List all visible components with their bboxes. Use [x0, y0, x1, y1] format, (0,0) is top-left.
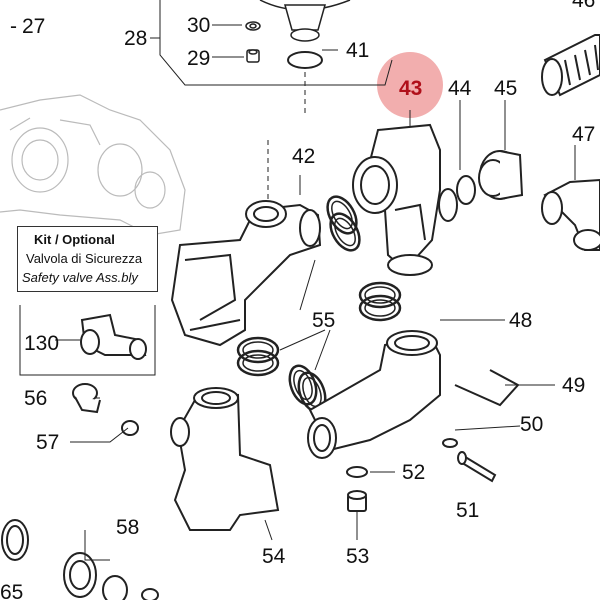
part-130-safety-valve — [80, 313, 147, 360]
callout-54: 54 — [262, 545, 286, 568]
part-50-washer — [442, 438, 458, 448]
callout-65: 65 — [0, 581, 24, 604]
callout-48: 48 — [509, 309, 533, 332]
callout-27-dash: - — [10, 15, 17, 38]
part-56-cap — [72, 383, 101, 414]
part-52-oring — [346, 466, 368, 478]
callout-57: 57 — [36, 431, 60, 454]
part-48-bypass-body — [307, 330, 441, 459]
callout-46: 46 — [572, 0, 596, 12]
callout-28: 28 — [124, 27, 148, 50]
callout-51: 51 — [456, 499, 480, 522]
part-43-valve-body — [352, 123, 458, 276]
callout-43: 43 — [399, 77, 423, 100]
callout-53: 53 — [346, 545, 370, 568]
part-51-bolt — [457, 451, 497, 483]
part-58-65-rings — [1, 519, 159, 600]
part-42-manifold — [170, 200, 322, 347]
callout-49: 49 — [562, 374, 586, 397]
callout-50: 50 — [520, 413, 544, 436]
callout-56: 56 — [24, 387, 48, 410]
callout-130: 130 — [24, 332, 60, 355]
background-housing — [0, 94, 186, 236]
kit-optional-box: Kit / Optional Valvola di Sicurezza Safe… — [17, 226, 158, 292]
callout-47: 47 — [572, 123, 596, 146]
part-49-clip — [454, 369, 520, 407]
part-53-plug — [347, 490, 367, 512]
kit-line-english: Safety valve Ass.bly — [22, 270, 138, 285]
kit-title: Kit / Optional — [34, 232, 115, 247]
part-57-oring — [121, 420, 139, 436]
callout-52: 52 — [402, 461, 426, 484]
part-54-body — [170, 387, 280, 531]
callout-55: 55 — [312, 309, 336, 332]
part-30 — [245, 21, 261, 31]
callout-44: 44 — [448, 77, 472, 100]
callout-42: 42 — [292, 145, 316, 168]
part-47-elbow — [541, 178, 600, 251]
part-46-hose-tail — [541, 34, 600, 97]
part-41 — [287, 51, 323, 69]
callout-41: 41 — [346, 39, 370, 62]
callout-45: 45 — [494, 77, 518, 100]
highlight-circle — [377, 52, 443, 118]
kit-line-italian: Valvola di Sicurezza — [26, 251, 143, 266]
top-cap — [259, 0, 351, 42]
callout-29: 29 — [187, 47, 211, 70]
part-29 — [246, 49, 260, 63]
callout-27: 27 — [22, 15, 46, 38]
part-45-nut — [478, 150, 524, 200]
part-44 — [456, 175, 476, 205]
callout-58: 58 — [116, 516, 140, 539]
callout-30: 30 — [187, 14, 211, 37]
